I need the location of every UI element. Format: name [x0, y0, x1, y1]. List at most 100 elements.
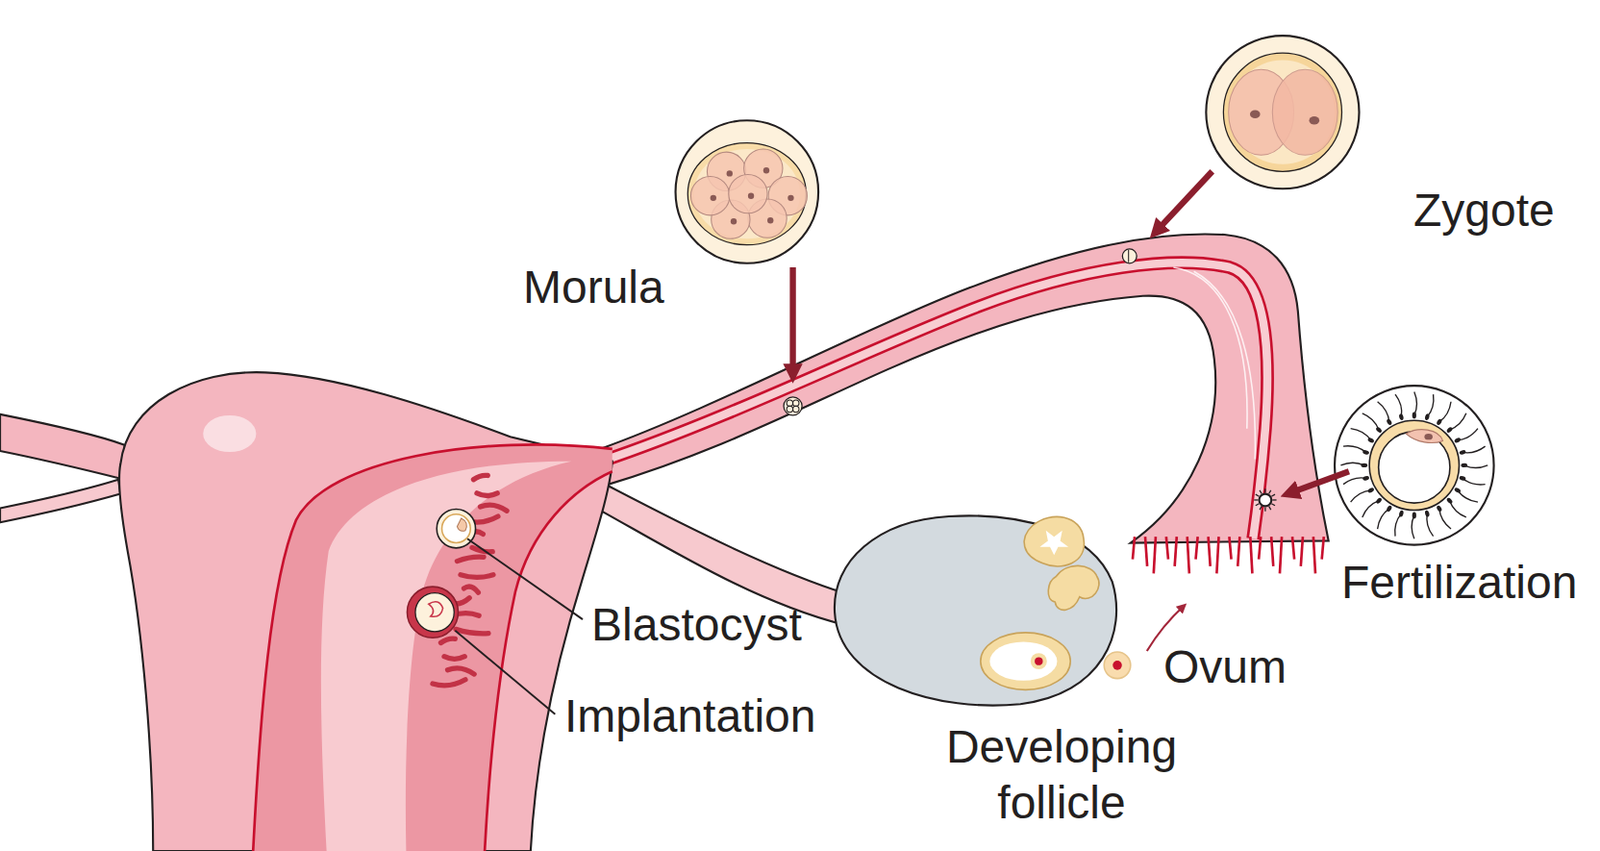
sperm-tail	[1377, 401, 1390, 423]
ovary	[834, 515, 1117, 705]
uterine-cavity	[321, 461, 572, 851]
sperm-mini	[1253, 499, 1258, 500]
fimbria	[1216, 536, 1219, 574]
morula-inset	[675, 120, 820, 264]
villus	[456, 556, 484, 561]
sperm-head	[1367, 486, 1375, 494]
sperm-mini	[1259, 490, 1262, 495]
fertilization-arrow	[1287, 471, 1350, 494]
sperm-head	[1375, 497, 1383, 505]
fimbria	[1145, 536, 1148, 567]
sperm-head	[1412, 511, 1417, 519]
sperm-mini	[1255, 503, 1260, 506]
villus	[464, 586, 479, 593]
sperm-tail	[1362, 500, 1379, 518]
sperm-head	[1460, 463, 1468, 468]
sperm-tail	[1377, 508, 1390, 529]
sperm-tail	[1362, 413, 1379, 430]
sperm-head	[1398, 509, 1404, 518]
sperm-tail	[1426, 513, 1434, 537]
sperm-tail	[1462, 446, 1486, 453]
blastocyst-leader	[467, 538, 583, 620]
blastocyst-figure	[436, 509, 475, 549]
fimbria	[1271, 536, 1274, 567]
sperm-mini	[1255, 494, 1260, 497]
fimbria	[1132, 536, 1135, 559]
endometrium	[252, 444, 613, 851]
sperm-tail	[1462, 477, 1486, 485]
sperm-head	[1435, 418, 1443, 426]
uterus-body	[119, 372, 613, 851]
sperm-tail	[1395, 513, 1402, 537]
fimbria	[1175, 536, 1177, 567]
ampulla-folds	[1173, 267, 1255, 459]
tube-lumen	[601, 262, 1268, 539]
fimbria	[1208, 536, 1211, 567]
nucleus	[787, 195, 794, 201]
fimbria	[1237, 536, 1240, 567]
uterus-highlight	[202, 415, 256, 452]
sperm-head	[1367, 436, 1375, 444]
sperm-tail	[1426, 394, 1434, 418]
fimbria	[1258, 536, 1261, 559]
sperm-head	[1362, 475, 1371, 481]
round-ligament	[0, 414, 125, 480]
sperm-mini	[1269, 490, 1272, 495]
sperm-mini	[1259, 505, 1262, 510]
cavity-wall-right	[484, 471, 613, 851]
sperm-mini	[1272, 499, 1276, 500]
sperm-tail	[1340, 462, 1364, 466]
sperm-head	[1424, 509, 1430, 518]
sperm-tail	[1395, 394, 1402, 418]
nucleus	[730, 218, 737, 225]
sperm-head	[1453, 486, 1462, 494]
fallopian-tube	[600, 233, 1329, 543]
sperm-tail	[1457, 428, 1478, 441]
stage-label: Morula	[523, 262, 665, 314]
villus	[444, 656, 465, 660]
fimbria	[1196, 536, 1199, 559]
sperm-tail	[1450, 413, 1467, 430]
fimbria	[1292, 536, 1295, 559]
stage-label: Blastocyst	[591, 600, 802, 651]
sperm-tail	[1343, 446, 1367, 453]
fertilization-marker	[1253, 488, 1276, 511]
fimbria	[1187, 536, 1190, 574]
ruptured-follicle	[1048, 565, 1100, 610]
sperm-mini	[1271, 494, 1275, 497]
villus	[448, 668, 475, 675]
villus	[473, 475, 488, 479]
sperm-tail	[1343, 477, 1367, 485]
sperm-head	[1458, 475, 1467, 481]
fimbria	[1153, 536, 1156, 574]
nucleus	[710, 195, 717, 201]
sperm-head	[1453, 436, 1462, 444]
sperm-tail	[1411, 515, 1415, 539]
structure-label: Developing follicle	[931, 719, 1192, 830]
structure-label: Ovum	[1163, 642, 1287, 694]
fimbria	[1322, 536, 1325, 559]
morula-marker	[783, 397, 802, 416]
villus	[440, 638, 455, 643]
fertilization-inset	[1334, 385, 1495, 546]
villus	[432, 679, 466, 686]
sperm-tail	[1457, 490, 1478, 502]
sperm-mini	[1269, 505, 1272, 510]
fimbria	[1279, 536, 1282, 574]
zygote-marker	[1122, 249, 1137, 264]
sperm-head	[1412, 411, 1417, 419]
nucleus	[748, 193, 754, 200]
sperm-mini	[1264, 488, 1266, 493]
cavity-wall-left	[252, 444, 613, 851]
sperm-head	[1375, 425, 1383, 434]
sperm-tail	[1439, 508, 1451, 529]
corpus-follicle	[1024, 516, 1084, 567]
sperm-tail	[1350, 428, 1372, 441]
sperm-tail	[1414, 391, 1418, 415]
sperm-head	[1398, 413, 1404, 422]
zygote-inset	[1205, 35, 1359, 189]
fimbria	[1313, 536, 1316, 574]
sperm-head	[1446, 425, 1454, 434]
